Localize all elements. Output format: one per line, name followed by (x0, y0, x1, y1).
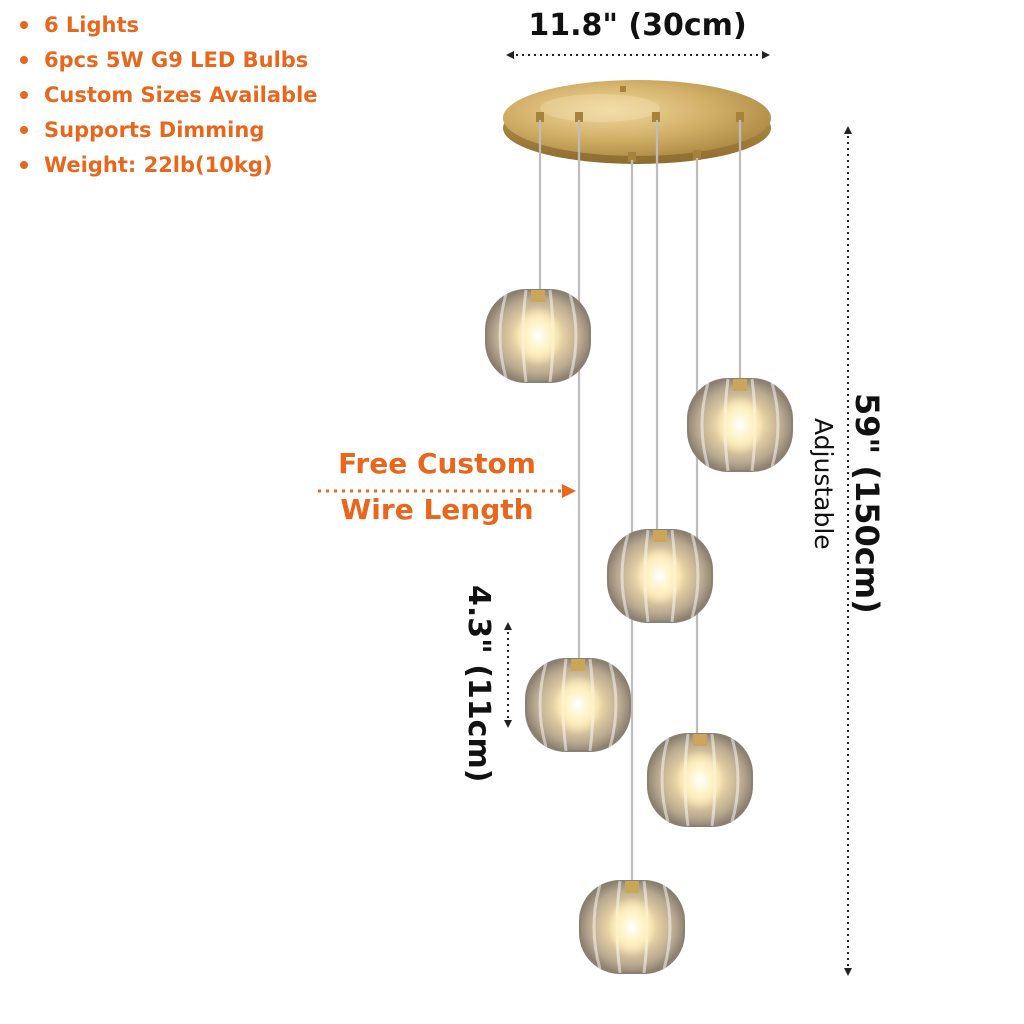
feature-item: Weight: 22lb(10kg) (18, 150, 318, 185)
canopy-mounts (536, 86, 744, 162)
bullet-icon (20, 126, 28, 134)
drop-height-label: 59" (150cm) (848, 393, 886, 614)
brass-canopy (503, 80, 771, 164)
canopy-width-label: 11.8" (30cm) (528, 8, 747, 43)
crystal-shade (647, 733, 753, 827)
feature-label: Weight: 22lb(10kg) (44, 153, 273, 177)
feature-item: 6 Lights (18, 10, 318, 45)
bullet-icon (20, 56, 28, 64)
crystal-shade (485, 289, 591, 383)
feature-item: Custom Sizes Available (18, 80, 318, 115)
feature-label: Custom Sizes Available (44, 83, 318, 107)
feature-label: Supports Dimming (44, 118, 265, 142)
bullet-icon (20, 161, 28, 169)
crystal-shade (525, 658, 631, 752)
feature-label: 6 Lights (44, 13, 140, 37)
wire-length-callout-line1: Free Custom (338, 447, 536, 480)
crystal-shade (579, 880, 685, 974)
feature-label: 6pcs 5W G9 LED Bulbs (44, 48, 309, 72)
crystal-shade (687, 378, 793, 472)
feature-item: 6pcs 5W G9 LED Bulbs (18, 45, 318, 80)
adjustable-label: Adjustable (809, 418, 838, 550)
bullet-icon (20, 21, 28, 29)
shade-height-label: 4.3" (11cm) (461, 585, 496, 783)
bullet-icon (20, 91, 28, 99)
feature-list: 6 Lights 6pcs 5W G9 LED Bulbs Custom Siz… (18, 10, 318, 185)
feature-item: Supports Dimming (18, 115, 318, 150)
wire-length-callout-line2: Wire Length (340, 493, 534, 526)
crystal-shade (607, 529, 713, 623)
